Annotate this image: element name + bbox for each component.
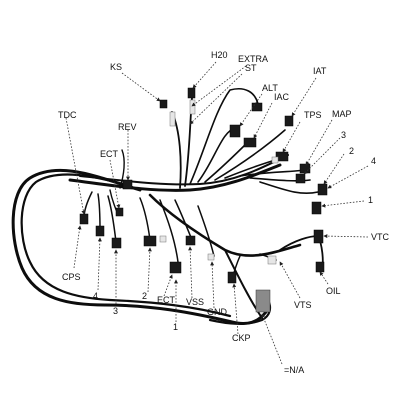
label-num4-left: 4 <box>93 291 98 301</box>
ect-top-connector <box>115 207 124 217</box>
label-tdc: TDC <box>58 110 77 120</box>
ks-connector <box>159 99 168 109</box>
oil-connector <box>315 261 325 273</box>
iac-connector <box>229 124 241 138</box>
label-num2-right: 2 <box>349 146 354 156</box>
tdc-connector <box>79 213 89 225</box>
label-na: =N/A <box>284 365 304 375</box>
ect-bottom-connector <box>169 261 182 274</box>
inj4-connector <box>317 183 328 196</box>
label-num3-left: 3 <box>113 306 118 316</box>
map-connector <box>299 163 311 174</box>
label-cps: CPS <box>62 272 81 282</box>
label-ckp: CKP <box>232 333 251 343</box>
tps-boot <box>271 156 279 164</box>
label-st: ST <box>245 63 257 73</box>
cps-connector <box>95 225 105 237</box>
ckp-connector <box>227 271 237 284</box>
callout-labels: KS H20 EXTRA ST IAT ALT IAC TPS MAP TDC … <box>58 50 390 375</box>
label-alt: ALT <box>262 83 278 93</box>
boot-lower-1 <box>159 235 167 243</box>
ckp-plug-grey <box>255 289 271 313</box>
connectors-upper <box>115 87 328 217</box>
label-gnd: GND <box>207 307 228 317</box>
vtc-connector <box>313 229 324 244</box>
label-num1-right: 1 <box>368 195 373 205</box>
h20-connector <box>187 87 196 99</box>
iac-connector-2 <box>243 137 257 148</box>
connectors-lower <box>79 213 325 313</box>
inj3-lower-connector <box>143 235 157 247</box>
label-num3-right: 3 <box>341 130 346 140</box>
vss-connector <box>185 235 196 246</box>
alt-connector <box>251 102 263 112</box>
label-iac: IAC <box>274 92 290 102</box>
rev-connector <box>122 179 133 190</box>
label-rev: REV <box>118 122 137 132</box>
label-h20: H20 <box>211 50 228 60</box>
label-vts: VTS <box>294 300 312 310</box>
label-ks: KS <box>110 62 122 72</box>
label-extra: EXTRA <box>238 54 268 64</box>
label-ect-bottom: ECT <box>157 295 176 305</box>
label-num2-left: 2 <box>142 291 147 301</box>
inj4-lower-connector <box>111 237 122 249</box>
label-vtc: VTC <box>371 232 390 242</box>
label-map: MAP <box>332 109 352 119</box>
gnd-boot <box>207 253 215 261</box>
callout-pointers <box>65 61 369 365</box>
label-oil: OIL <box>326 286 341 296</box>
label-num1-bottom: 1 <box>173 322 178 332</box>
upper-branches <box>109 88 319 215</box>
label-ect-top: ECT <box>100 149 119 159</box>
vts-boot <box>267 255 277 265</box>
label-iat: IAT <box>313 66 327 76</box>
ks-boot <box>169 111 176 127</box>
label-num4-right: 4 <box>371 156 376 166</box>
harness-trunk <box>11 154 302 326</box>
inj1-connector <box>311 201 322 215</box>
inj3-connector <box>295 173 306 184</box>
iat-connector <box>284 115 294 127</box>
tps-connector <box>275 151 289 162</box>
h20-boot <box>189 99 196 115</box>
label-tps: TPS <box>304 110 322 120</box>
label-vss: VSS <box>186 297 204 307</box>
